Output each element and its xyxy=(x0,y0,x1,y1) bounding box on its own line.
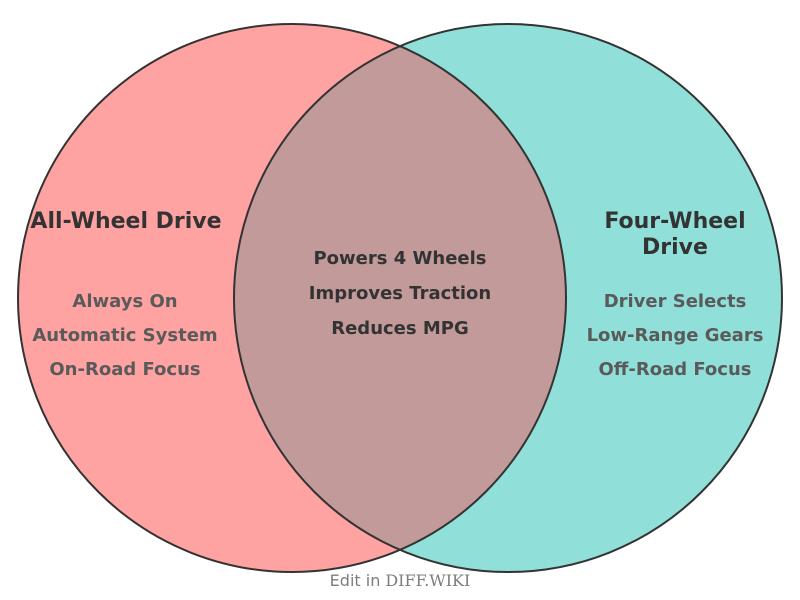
right-item: Off-Road Focus xyxy=(598,359,752,380)
right-item: Driver Selects xyxy=(603,291,747,312)
intersection-region-fill xyxy=(234,24,566,572)
left-item: On-Road Focus xyxy=(49,359,201,380)
left-circle-outline xyxy=(17,23,567,573)
right-circle-items: Driver Selects Low-Range Gears Off-Road … xyxy=(560,285,790,387)
left-item: Always On xyxy=(72,291,178,312)
intersection-items: Powers 4 Wheels Improves Traction Reduce… xyxy=(275,241,525,346)
left-circle-title: All-Wheel Drive xyxy=(30,209,222,234)
right-item: Low-Range Gears xyxy=(586,325,764,346)
intersection-item: Powers 4 Wheels xyxy=(313,248,487,269)
right-circle-outline xyxy=(233,23,783,573)
right-circle-title: Four-Wheel Drive xyxy=(604,209,746,260)
footer-site-name: DIFF.WIKI xyxy=(385,571,471,590)
intersection-item: Reduces MPG xyxy=(331,318,469,339)
left-circle-items: Always On Automatic System On-Road Focus xyxy=(10,285,240,387)
intersection-item: Improves Traction xyxy=(308,283,492,304)
left-item: Automatic System xyxy=(32,325,218,346)
footer-edit-text: Edit in xyxy=(329,571,381,590)
